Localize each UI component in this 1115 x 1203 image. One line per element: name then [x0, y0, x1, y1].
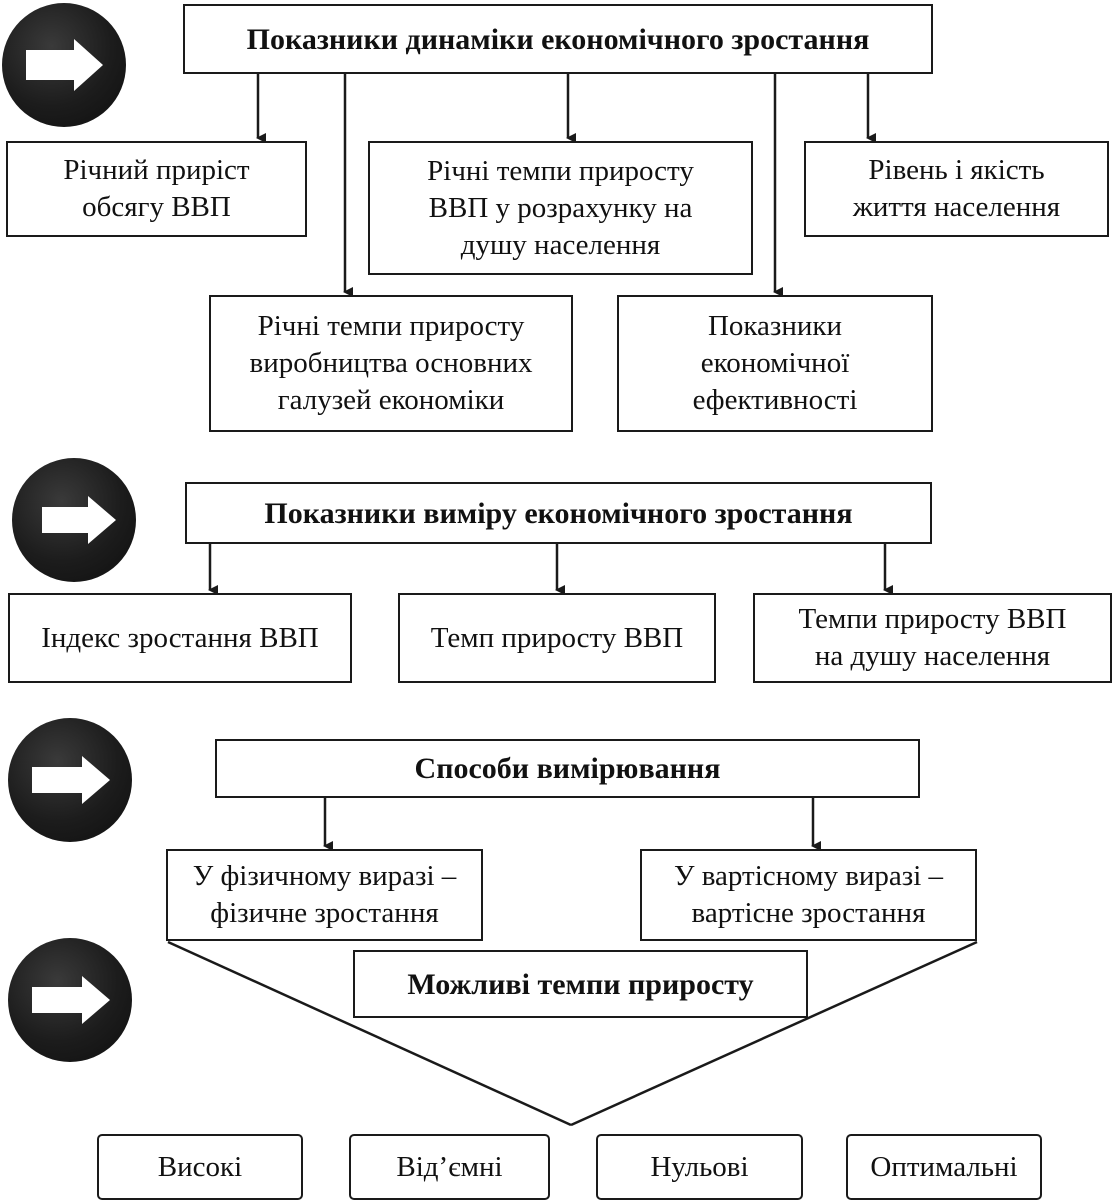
gdp-growth-index-box: Індекс зростання ВВП: [8, 593, 352, 683]
arrow-right-icon: [8, 718, 132, 842]
rate-high-box: Високі: [97, 1134, 303, 1200]
arrow-right-icon: [12, 458, 136, 582]
dynamics-title: Показники динаміки економічного зростанн…: [183, 4, 933, 74]
arrow-right-icon: [8, 938, 132, 1062]
annual-gdp-growth-box: Річний приріст обсягу ВВП: [6, 141, 307, 237]
converging-line: [167, 940, 572, 1127]
rate-optimal-box: Оптимальні: [846, 1134, 1042, 1200]
methods-title: Способи вимірювання: [215, 739, 920, 798]
gdp-growth-rate-box: Темп приросту ВВП: [398, 593, 716, 683]
gdp-per-capita-rate-box: Темпи приросту ВВП на душу населення: [753, 593, 1112, 683]
economic-efficiency-box: Показники економічної ефективності: [617, 295, 933, 432]
converging-line: [570, 940, 978, 1127]
measurement-title: Показники виміру економічного зростання: [185, 482, 932, 544]
rate-zero-box: Нульові: [596, 1134, 803, 1200]
rate-negative-box: Від’ємні: [349, 1134, 550, 1200]
possible-rates-title: Можливі темпи приросту: [353, 950, 808, 1018]
living-standard-box: Рівень і якість життя населення: [804, 141, 1109, 237]
gdp-per-capita-growth-box: Річні темпи приросту ВВП у розрахунку на…: [368, 141, 753, 275]
physical-terms-box: У фізичному виразі – фізичне зростання: [166, 849, 483, 941]
value-terms-box: У вартісному виразі – вартісне зростання: [640, 849, 977, 941]
industry-growth-box: Річні темпи приросту виробництва основни…: [209, 295, 573, 432]
arrow-right-icon: [2, 3, 126, 127]
